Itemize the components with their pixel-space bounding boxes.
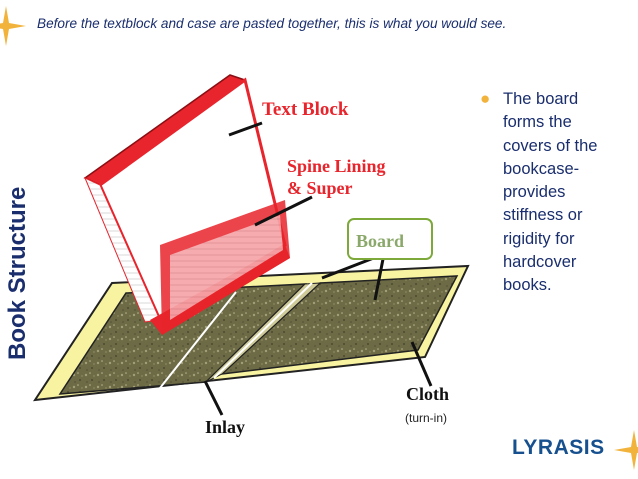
label-spine-lining: Spine Lining bbox=[287, 156, 386, 176]
lyrasis-logo: LYRASIS bbox=[512, 436, 605, 459]
label-board: Board bbox=[356, 231, 404, 251]
text-block-shape bbox=[83, 74, 290, 335]
label-turn-in: (turn-in) bbox=[405, 411, 448, 425]
board-label-box bbox=[347, 218, 433, 260]
label-cloth: Cloth bbox=[406, 384, 449, 404]
label-inlay: Inlay bbox=[205, 417, 245, 437]
bullet-text: The board forms the covers of the bookca… bbox=[503, 90, 598, 295]
label-super: & Super bbox=[287, 178, 353, 198]
label-text-block: Text Block bbox=[262, 99, 349, 120]
bullet-dot-icon: ● bbox=[480, 89, 491, 108]
inlay-shape bbox=[159, 282, 322, 389]
caption: Before the textblock and case are pasted… bbox=[37, 16, 507, 31]
star-icon bbox=[0, 6, 26, 46]
star-icon bbox=[614, 430, 638, 470]
